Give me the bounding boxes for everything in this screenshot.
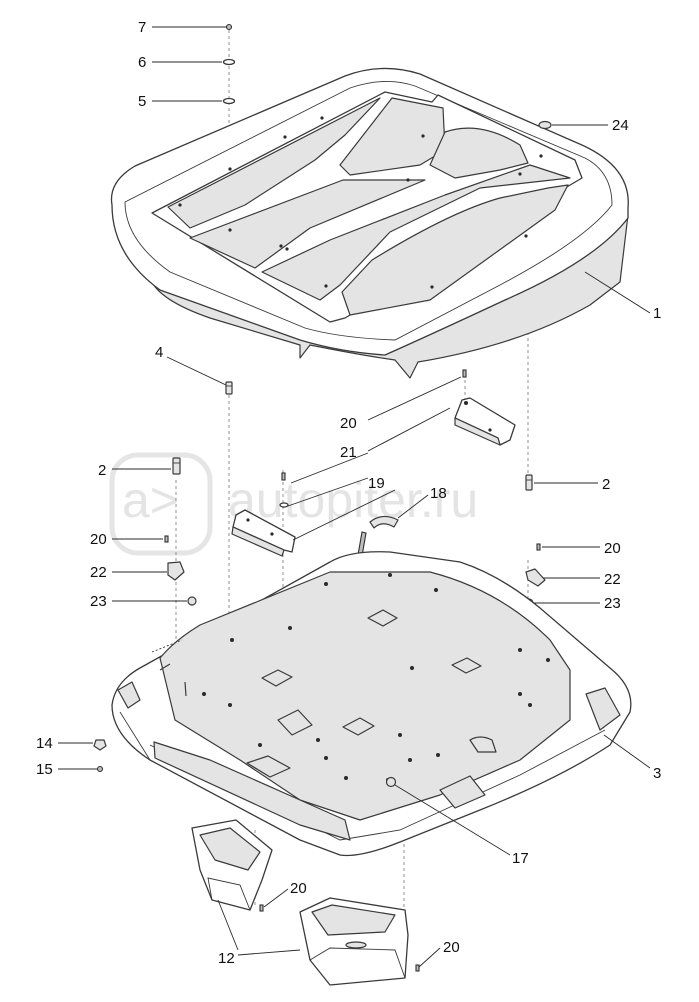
washer-6-icon: [222, 58, 236, 66]
callout-labels: 7 6 5 24 1 4 20 21 19 18 2 2 20 20 22 22…: [36, 19, 661, 967]
cover-fastener-holes: [178, 116, 543, 289]
watermark: a> autopiter.ru: [109, 452, 478, 556]
callout-23-right: 23: [604, 595, 621, 612]
callout-20-upper: 20: [340, 415, 357, 432]
washer-21-icon: [279, 502, 289, 508]
callout-3: 3: [653, 765, 661, 782]
grommet-24-icon: [538, 120, 552, 130]
storage-pocket-left: [191, 819, 273, 911]
callout-14: 14: [36, 735, 53, 752]
nut-stack: [222, 23, 236, 105]
callout-18: 18: [430, 485, 447, 502]
roof-panel-cover: [110, 67, 629, 379]
screw-20-mid-icon: [281, 472, 286, 481]
callout-2-left: 2: [98, 462, 106, 479]
watermark-logo-glyph: a>: [122, 472, 179, 528]
clip-22-left-icon: [167, 561, 185, 581]
callout-1: 1: [653, 305, 661, 322]
callout-24: 24: [612, 117, 629, 134]
mounting-bracket-left: [231, 509, 296, 557]
callout-22-left: 22: [90, 564, 107, 581]
leader-lines: [58, 26, 651, 968]
screw-20-pocket-right-icon: [415, 964, 420, 972]
headliner-cutouts: [246, 609, 497, 809]
callout-12: 12: [218, 950, 235, 967]
callout-2-right: 2: [602, 476, 610, 493]
nut-14-icon: [93, 739, 107, 751]
stud-2-left-icon: [172, 457, 181, 475]
callout-21: 21: [340, 444, 357, 461]
stud-4-icon: [225, 381, 233, 395]
callout-20-right: 20: [604, 540, 621, 557]
watermark-text: autopiter.ru: [228, 472, 478, 528]
headliner-inner-panel: [111, 551, 632, 857]
screw-20-pocket-left-icon: [259, 904, 264, 912]
callout-4: 4: [155, 344, 163, 361]
callout-6: 6: [138, 54, 146, 71]
headliner-fastener-dots: [202, 573, 550, 782]
nut-23-left-icon: [187, 596, 197, 606]
nut-17-icon: [385, 776, 397, 788]
callout-7: 7: [138, 19, 146, 36]
callout-5: 5: [138, 93, 146, 110]
watermark-logo-icon: [109, 452, 213, 556]
washer-5-icon: [222, 97, 236, 105]
callout-20-pocket-right: 20: [443, 939, 460, 956]
screw-15-icon: [96, 765, 104, 773]
nut-7-icon: [225, 23, 233, 31]
mounting-bracket-right: [454, 397, 516, 446]
screw-20-top-icon: [462, 369, 467, 378]
screw-20-left-icon: [164, 535, 169, 543]
callout-20-pocket-left: 20: [290, 880, 307, 897]
callout-22-right: 22: [604, 571, 621, 588]
callout-20-left: 20: [90, 531, 107, 548]
callout-19: 19: [368, 475, 385, 492]
clip-22-right-icon: [525, 568, 546, 587]
callout-17: 17: [512, 850, 529, 867]
seal-18-icon: [369, 515, 399, 529]
screw-20-right-icon: [536, 543, 541, 551]
callout-23-left: 23: [90, 593, 107, 610]
stud-2-right-icon: [525, 474, 533, 491]
callout-15: 15: [36, 761, 53, 778]
storage-pocket-right: [299, 897, 409, 986]
